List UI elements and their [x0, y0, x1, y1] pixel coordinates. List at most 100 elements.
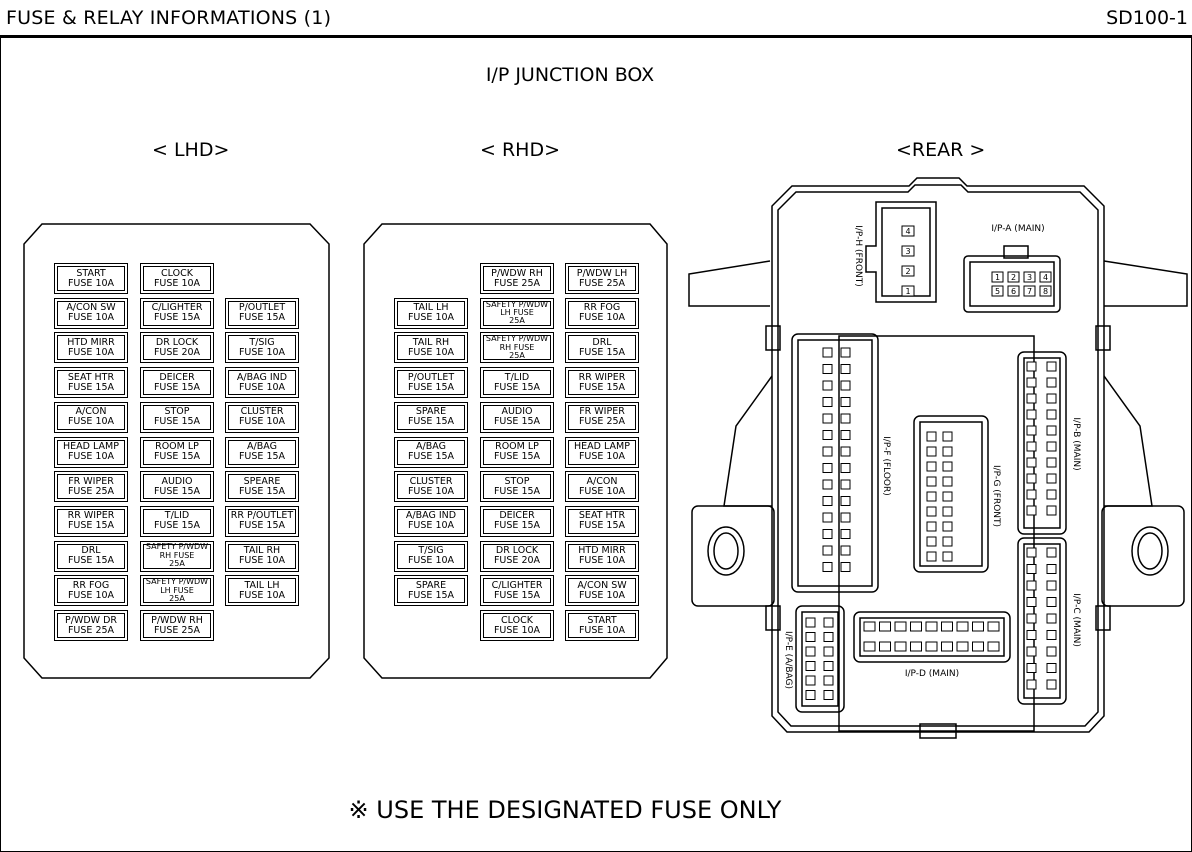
fuse-cell: CLUSTER FUSE 10A: [394, 471, 468, 503]
fuse-cell: TAIL RH FUSE 10A: [394, 332, 468, 364]
connector-pin: [942, 491, 953, 502]
fuse-cell: FR WIPER FUSE 25A: [565, 401, 639, 433]
connector-pin: [926, 536, 937, 547]
fuse-cell: A/CON SW FUSE 10A: [54, 297, 128, 329]
connector-pin: [910, 641, 922, 652]
fuse-cell: A/CON FUSE 10A: [54, 401, 128, 433]
fuse-cell: C/LIGHTER FUSE 15A: [480, 575, 554, 607]
connector-pin: [1046, 597, 1057, 607]
fuse-cell: STOP FUSE 15A: [140, 401, 214, 433]
connector-pin: [840, 430, 851, 440]
fuse-cell: P/WDW LH FUSE 25A: [565, 263, 639, 294]
fuse-cell: SPARE FUSE 15A: [394, 575, 468, 607]
connector-pin: [1026, 597, 1037, 607]
connector-pin: [942, 431, 953, 442]
connector-pin: [1046, 393, 1057, 404]
connector-pin: [926, 506, 937, 517]
ip-a-pin-number: 8: [1043, 287, 1048, 296]
fuse-cell: CLOCK FUSE 10A: [480, 610, 554, 641]
fuse-cell: SAFETY P/WDW LH FUSE 25A: [480, 297, 554, 329]
connector-pin: [926, 446, 937, 457]
connector-pin: [840, 496, 851, 506]
fuse-cell: P/WDW RH FUSE 25A: [140, 610, 214, 641]
connector-pin: [840, 397, 851, 407]
connector-pin: [1046, 547, 1057, 558]
fuse-cell: DRL FUSE 15A: [565, 332, 639, 364]
ip-b-label: I/P-B (MAIN): [1071, 417, 1081, 470]
ip-h-pin-number: 2: [905, 267, 910, 276]
connector-pin: [972, 641, 984, 652]
connector-pin: [901, 245, 915, 257]
connector-pin: [926, 551, 937, 562]
fuse-cell: P/OUTLET FUSE 15A: [394, 367, 468, 399]
connector-pin: [942, 521, 953, 532]
connector-pin: [942, 536, 953, 547]
connector-pin: [1046, 409, 1057, 420]
connector-pin: [941, 621, 953, 632]
fuse-cell: ROOM LP FUSE 15A: [480, 436, 554, 468]
ip-a-pin-number: 4: [1043, 273, 1048, 282]
connector-pin: [926, 476, 937, 487]
fuse-cell: P/WDW RH FUSE 25A: [480, 263, 554, 294]
connector-pin: [991, 271, 1004, 283]
fuse-cell: TAIL LH FUSE 10A: [394, 297, 468, 329]
fuse-cell: FR WIPER FUSE 25A: [54, 471, 128, 503]
connector-pin: [1026, 663, 1037, 673]
connector-pin: [1026, 409, 1037, 420]
connector-pin: [1026, 425, 1037, 436]
connector-pin: [987, 641, 1000, 652]
connector-pin: [972, 621, 984, 632]
connector-pin: [840, 562, 851, 572]
connector-pin: [941, 641, 953, 652]
connector-pin: [822, 479, 833, 490]
connector-pin: [822, 430, 833, 440]
fuse-cell: SEAT HTR FUSE 15A: [54, 367, 128, 399]
connector-pin: [1046, 580, 1057, 591]
connector-pin: [1046, 646, 1057, 657]
connector-pin: [1046, 457, 1057, 468]
rhd-section-label: < RHD>: [480, 139, 560, 161]
fuse-cell: RR P/OUTLET FUSE 15A: [225, 505, 299, 537]
rhd-panel-outline: [363, 223, 668, 679]
connector-pin: [840, 364, 851, 374]
fuse-cell: C/LIGHTER FUSE 15A: [140, 297, 214, 329]
connector-pin: [823, 646, 834, 657]
fuse-cell: AUDIO FUSE 15A: [480, 401, 554, 433]
connector-pin: [1026, 441, 1037, 452]
ip-h-pin-number: 4: [905, 227, 910, 236]
fuse-cell: T/LID FUSE 15A: [140, 505, 214, 537]
fuse-cell: DR LOCK FUSE 20A: [480, 540, 554, 572]
connector-pin: [840, 380, 851, 391]
connector-pin: [910, 621, 922, 632]
connector-pin: [1026, 646, 1037, 657]
ip-c-label: I/P-C (MAIN): [1071, 593, 1081, 647]
lhd-panel-outline: [23, 223, 330, 679]
ip-a-label: I/P-A (MAIN): [991, 224, 1044, 234]
ip-g-label: I/P-G (FRONT): [991, 465, 1001, 527]
connector-pin: [822, 562, 833, 572]
connector-pin: [901, 285, 915, 297]
header-title: FUSE & RELAY INFORMATIONS (1): [6, 7, 332, 29]
connector-pin: [822, 347, 833, 358]
connector-pin: [1046, 361, 1057, 372]
connector-pin: [1046, 377, 1057, 388]
connector-pin: [822, 512, 833, 523]
fuse-cell: A/BAG FUSE 15A: [394, 436, 468, 468]
connector-pin: [1026, 580, 1037, 591]
connector-pin: [1007, 285, 1020, 297]
connector-pin: [1026, 505, 1037, 516]
connector-pin: [1026, 473, 1037, 484]
page-title: I/P JUNCTION BOX: [485, 64, 655, 86]
ip-f-label: I/P-F (FLOOR): [881, 436, 891, 496]
connector-pin: [863, 621, 876, 632]
connector-pin: [926, 431, 937, 442]
fuse-cell: DRL FUSE 15A: [54, 540, 128, 572]
fuse-cell: CLOCK FUSE 10A: [140, 263, 214, 294]
connector-pin: [822, 496, 833, 506]
connector-pin: [822, 397, 833, 407]
fuse-cell: CLUSTER FUSE 10A: [225, 401, 299, 433]
connector-pin: [822, 529, 833, 539]
connector-pin: [1046, 505, 1057, 516]
connector-pin: [1026, 457, 1037, 468]
fuse-cell: DEICER FUSE 15A: [140, 367, 214, 399]
